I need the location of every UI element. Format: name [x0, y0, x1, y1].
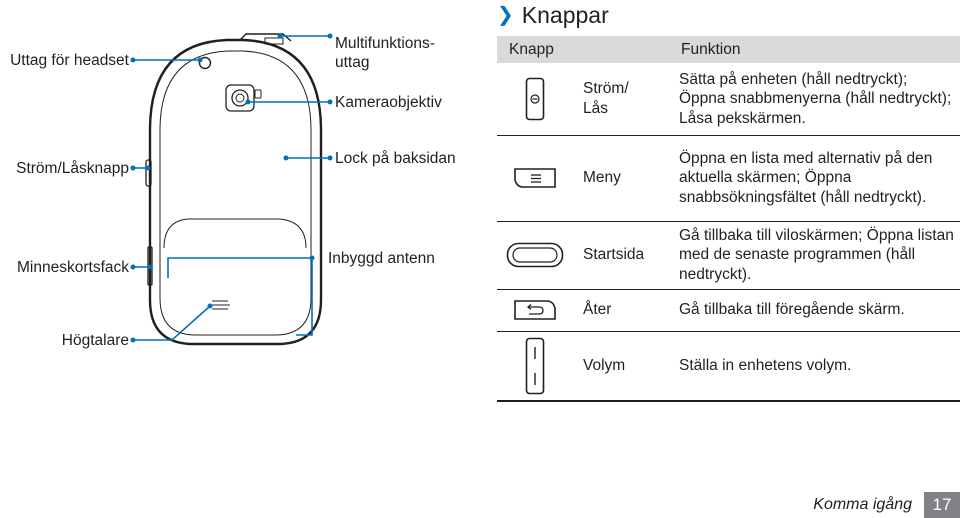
key-name: Startsida: [573, 221, 665, 290]
page-footer: Komma igång 17: [813, 492, 960, 518]
headset-jack-hole: [198, 56, 212, 70]
back-key-icon: [497, 289, 573, 332]
callout-internal-antenna: Inbyggd antenn: [328, 250, 435, 267]
key-function: Sätta på enheten (håll nedtryckt); Öppna…: [665, 63, 960, 136]
key-function: Gå tillbaka till viloskärmen; Öppna list…: [665, 221, 960, 290]
menu-key-icon: [497, 135, 573, 222]
callout-headset-jack: Uttag för headset: [10, 52, 129, 69]
table-row: Startsida Gå tillbaka till viloskärmen; …: [497, 221, 960, 290]
multifunction-jack-outline: [238, 33, 292, 42]
column-header-function: Funktion: [665, 36, 960, 63]
phone-back-cover: [159, 50, 312, 336]
volume-key-icon: [497, 331, 573, 402]
key-function: Ställa in enhetens volym.: [665, 331, 960, 402]
phone-back-diagram: Uttag för headset Ström/Låsknapp Minnesk…: [0, 0, 490, 420]
section-title: ❯ Knappar: [497, 2, 609, 28]
camera-flash: [254, 89, 262, 99]
section-title-text: Knappar: [521, 2, 609, 28]
callout-multifunction-jack: Multifunktions- uttag: [335, 35, 435, 71]
footer-section-name: Komma igång: [813, 496, 912, 513]
page-number-badge: 17: [924, 492, 960, 518]
power-key-edge: [145, 159, 152, 187]
antenna-area: [163, 218, 307, 249]
multifunction-jack-port: [264, 37, 284, 45]
callout-camera-lens: Kameraobjektiv: [335, 94, 442, 111]
table-row: Åter Gå tillbaka till föregående skärm.: [497, 289, 960, 332]
key-name: Meny: [573, 135, 665, 222]
key-function: Gå tillbaka till föregående skärm.: [665, 289, 960, 332]
chevron-right-icon: ❯: [497, 4, 514, 26]
keys-table: Knapp Funktion Ström/ Lås Sätta på enhet…: [497, 36, 960, 402]
key-function: Öppna en lista med alternativ på den akt…: [665, 135, 960, 222]
column-header-key: Knapp: [497, 36, 665, 63]
home-key-icon: [497, 221, 573, 290]
camera-lens-ring: [231, 89, 249, 107]
key-name: Ström/ Lås: [573, 63, 665, 136]
key-name: Volym: [573, 331, 665, 402]
phone-outline: [148, 38, 323, 346]
table-header-row: Knapp Funktion: [497, 36, 960, 63]
key-name: Åter: [573, 289, 665, 332]
table-row: Ström/ Lås Sätta på enheten (håll nedtry…: [497, 63, 960, 136]
table-row: Volym Ställa in enhetens volym.: [497, 331, 960, 402]
callout-speaker: Högtalare: [61, 332, 129, 349]
callout-back-cover-lock: Lock på baksidan: [335, 150, 456, 167]
camera-lens-core: [235, 93, 245, 103]
callout-memory-card-slot: Minneskortsfack: [17, 259, 129, 276]
phone-illustration: [130, 33, 333, 346]
callout-leaders: [133, 35, 330, 341]
camera-housing: [225, 84, 255, 112]
phone-body: [145, 33, 323, 346]
table-row: Meny Öppna en lista med alternativ på de…: [497, 135, 960, 222]
callout-power-lock-key: Ström/Låsknapp: [16, 160, 129, 177]
power-lock-key-icon: [497, 63, 573, 136]
callout-dots: [130, 33, 333, 343]
